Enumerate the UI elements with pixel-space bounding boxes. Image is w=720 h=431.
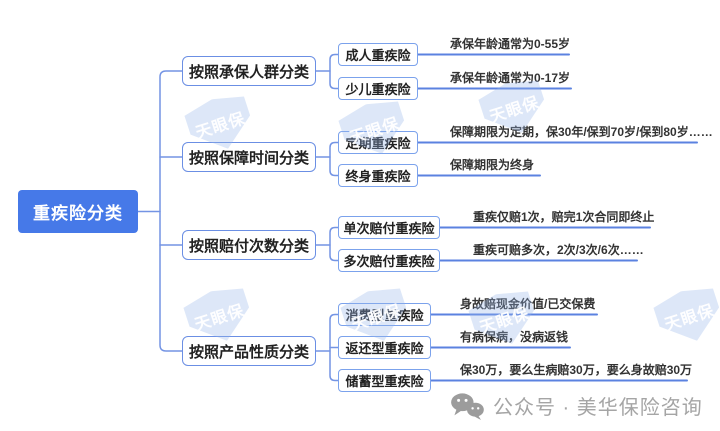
wechat-icon [451,392,484,420]
branch-node-product-nature[interactable]: 按照产品性质分类 [182,336,316,366]
footer-watermark: 公众号 · 美华保险咨询 [450,391,703,420]
leaf-node-whole-life[interactable]: 终身重疾险 [338,164,418,187]
branch-node-insured-group[interactable]: 按照承保人群分类 [182,56,316,86]
root-node-title[interactable]: 重疾险分类 [18,190,138,233]
footer-text: 公众号 · 美华保险咨询 [493,397,703,419]
desc-node-adult[interactable]: 承保年龄通常为0-55岁 [450,37,571,51]
leaf-node-savings[interactable]: 储蓄型重疾险 [338,369,431,392]
desc-node-term[interactable]: 保障期限为定期，保30年/保到70岁/保到80岁…… [450,125,713,139]
desc-node-whole-life[interactable]: 保障期限为终身 [450,158,535,172]
desc-node-consumer[interactable]: 身故赔现金价值/已交保费 [460,297,596,311]
desc-node-refund[interactable]: 有病保病，没病返钱 [460,330,569,344]
leaf-node-multi-pay[interactable]: 多次赔付重疾险 [338,249,440,272]
leaf-node-refund[interactable]: 返还型重疾险 [338,336,431,359]
leaf-node-adult[interactable]: 成人重疾险 [338,43,418,66]
branch-node-payout-times[interactable]: 按照赔付次数分类 [182,230,316,260]
desc-node-savings[interactable]: 保30万，要么生病赔30万，要么身故赔30万 [460,363,693,377]
desc-node-child[interactable]: 承保年龄通常为0-17岁 [450,71,571,85]
leaf-node-child[interactable]: 少儿重疾险 [338,77,418,100]
branch-node-coverage-period[interactable]: 按照保障时间分类 [182,142,316,172]
leaf-node-single-pay[interactable]: 单次赔付重疾险 [338,216,440,239]
desc-node-single-pay[interactable]: 重疾仅赔1次，赔完1次合同即终止 [473,210,655,224]
leaf-node-consumer[interactable]: 消费型重疾险 [338,303,431,326]
desc-node-multi-pay[interactable]: 重疾可赔多次，2次/3次/6次…… [473,243,644,257]
leaf-node-term[interactable]: 定期重疾险 [338,131,418,154]
